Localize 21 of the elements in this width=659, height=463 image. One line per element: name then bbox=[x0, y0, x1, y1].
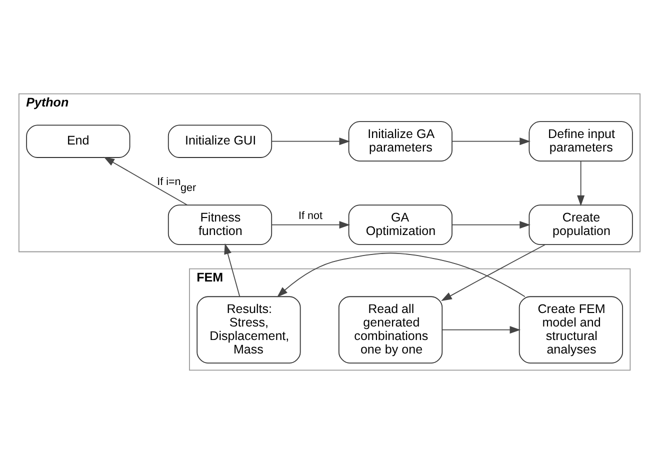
arrow bbox=[577, 160, 585, 206]
node-box: Initialize GUI bbox=[168, 124, 272, 158]
arrow bbox=[442, 326, 521, 334]
node-box: Fitness function bbox=[168, 204, 272, 245]
arrow bbox=[104, 156, 188, 205]
node-box: Create FEM model and structural analyses bbox=[518, 296, 624, 363]
arrow bbox=[276, 252, 526, 297]
node-box: Read all generated combinations one by one bbox=[338, 296, 443, 363]
node-box: Define input parameters bbox=[528, 120, 633, 162]
node-box: GA Optimization bbox=[348, 204, 452, 245]
node-box: Create population bbox=[528, 204, 633, 245]
node-box: Results: Stress, Displacement, Mass bbox=[196, 296, 301, 363]
node-box: Initialize GA parameters bbox=[348, 120, 452, 162]
arrow bbox=[441, 244, 546, 301]
arrow bbox=[452, 220, 530, 228]
edge-label: If not bbox=[298, 210, 322, 222]
arrow bbox=[452, 137, 530, 145]
node-box: End bbox=[26, 124, 130, 158]
arrow bbox=[224, 242, 240, 296]
arrow bbox=[271, 137, 350, 145]
arrow bbox=[271, 220, 350, 228]
